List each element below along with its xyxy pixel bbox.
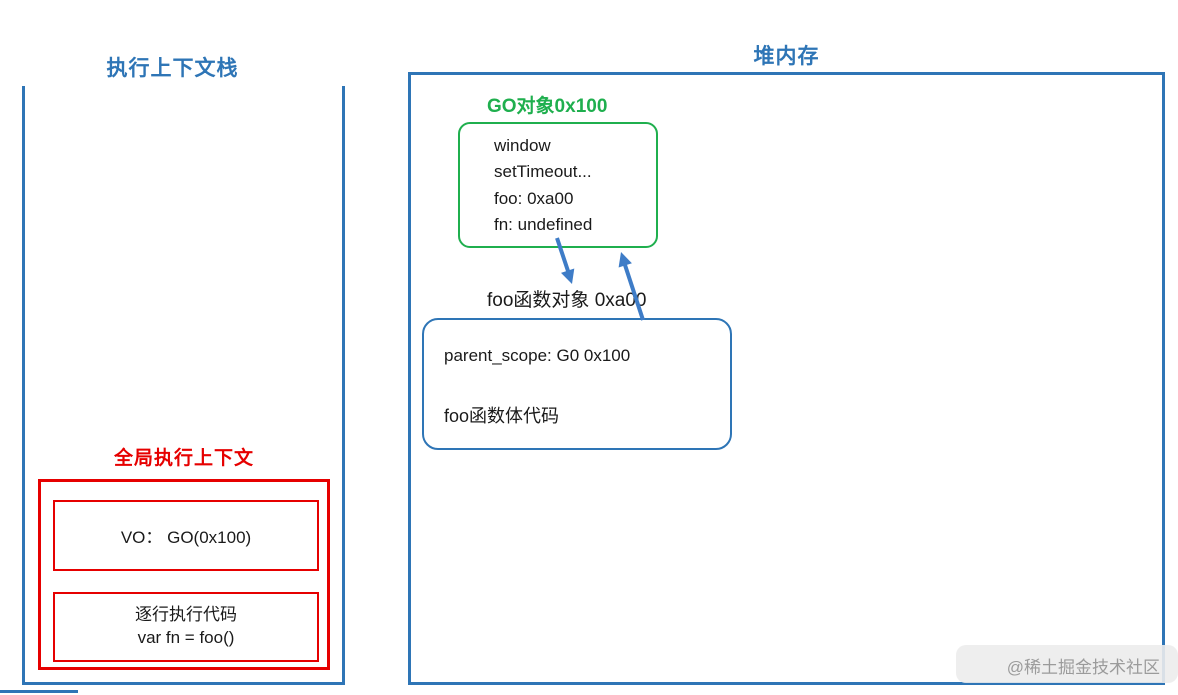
parent-scope-text: parent_scope: G0 0x100: [444, 346, 631, 365]
go-object-label: GO对象0x100: [487, 96, 608, 117]
stack-title: 执行上下文栈: [106, 57, 239, 80]
exec-line-2: var fn = foo(): [137, 628, 235, 647]
watermark: @稀土掘金技术社区: [1006, 658, 1160, 677]
vo-box: VO： GO(0x100): [53, 500, 319, 571]
go-line-settimeout: setTimeout...: [494, 162, 592, 182]
bottom-cropped-line: [0, 690, 78, 693]
go-line-window: window: [494, 136, 551, 155]
go-object-box: window setTimeout... foo: 0xa00 fn: unde…: [458, 122, 658, 248]
exec-line-1: 逐行执行代码: [135, 605, 237, 625]
global-context-box: VO： GO(0x100) 逐行执行代码 var fn = foo(): [38, 479, 330, 670]
watermark-background: [956, 645, 1178, 683]
foo-function-box: parent_scope: G0 0x100 foo函数体代码: [422, 318, 732, 450]
foo-object-label: foo函数对象 0xa00: [487, 290, 647, 311]
exec-code-box: 逐行执行代码 var fn = foo(): [53, 592, 319, 662]
global-context-label: 全局执行上下文: [113, 448, 254, 469]
go-line-fn: fn: undefined: [494, 215, 593, 235]
heap-memory-frame: [408, 72, 1165, 685]
foo-body-text: foo函数体代码: [444, 406, 560, 426]
execution-context-stack-frame: [22, 86, 345, 685]
heap-title: 堆内存: [753, 45, 820, 68]
go-line-foo: foo: 0xa00: [494, 188, 574, 208]
